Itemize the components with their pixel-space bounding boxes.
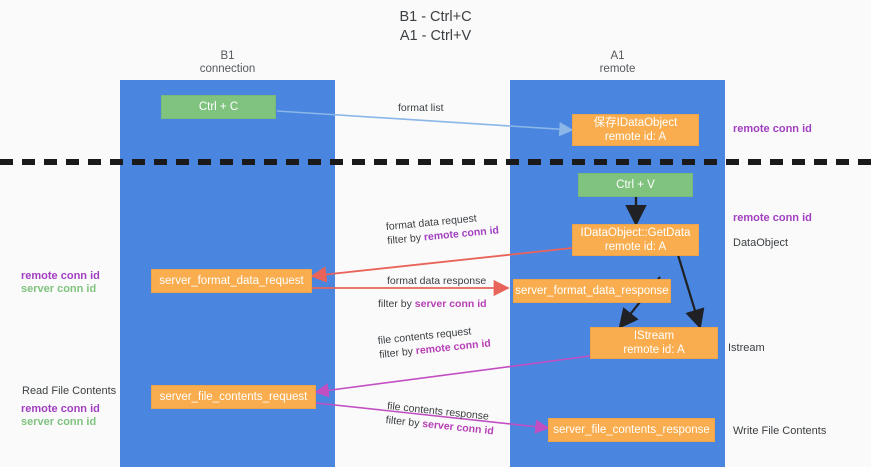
- node-idataobject-getdata-line1: IDataObject::GetData: [580, 227, 691, 239]
- lane-header-b1-sub: connection: [199, 63, 256, 75]
- node-istream-line1: IStream: [633, 330, 675, 342]
- node-ctrl-v[interactable]: Ctrl + V: [578, 173, 693, 197]
- filter-by-text-3: filter by: [378, 345, 414, 362]
- edge-label-file-contents-request-group: file contents request filter by remote c…: [377, 322, 491, 362]
- title-line-1: B1 - Ctrl+C: [399, 9, 472, 25]
- lane-header-a1-sub: remote: [599, 63, 636, 75]
- node-server-file-contents-request[interactable]: server_file_contents_request: [151, 385, 316, 409]
- node-save-idataobject-line2: remote id: A: [604, 131, 667, 143]
- label-left-remote-conn-id: remote conn id: [21, 270, 100, 282]
- node-server-format-data-request[interactable]: server_format_data_request: [151, 269, 312, 293]
- node-server-format-data-response-line1: server_format_data_response: [515, 285, 669, 297]
- lane-header-a1: A1 remote: [510, 50, 725, 76]
- label-left-remote-conn-id-2: remote conn id: [21, 403, 100, 415]
- label-istream: Istream: [728, 342, 765, 354]
- lane-header-b1: B1 connection: [120, 50, 335, 76]
- label-remote-conn-id-mid: remote conn id: [733, 212, 812, 224]
- node-istream-line2: remote id: A: [623, 344, 685, 356]
- filter-by-text-2: filter by: [378, 298, 412, 310]
- edge-label-file-contents-response-group: file contents response filter by server …: [385, 399, 496, 438]
- node-save-idataobject[interactable]: 保存IDataObject remote id: A: [572, 114, 699, 146]
- node-istream[interactable]: IStream remote id: A: [590, 327, 718, 359]
- node-server-file-contents-request-line1: server_file_contents_request: [159, 391, 308, 403]
- node-server-format-data-response[interactable]: server_format_data_response: [513, 279, 671, 303]
- diagram-title: B1 - Ctrl+C A1 - Ctrl+V: [0, 8, 871, 46]
- edge-label-format-data-request-group: format data request filter by remote con…: [385, 209, 499, 248]
- node-server-file-contents-response[interactable]: server_file_contents_response: [548, 418, 715, 442]
- node-server-file-contents-response-line1: server_file_contents_response: [553, 424, 710, 436]
- node-server-format-data-request-line1: server_format_data_request: [159, 275, 304, 287]
- node-idataobject-getdata-line2: remote id: A: [604, 241, 667, 253]
- label-left-server-conn-id: server conn id: [21, 283, 97, 295]
- node-ctrl-c-line1: Ctrl + C: [198, 101, 239, 113]
- node-ctrl-v-line1: Ctrl + V: [616, 179, 655, 191]
- lane-header-b1-name: B1: [220, 50, 235, 62]
- filter-server-conn-id-1: server conn id: [414, 298, 487, 310]
- label-read-file-contents: Read File Contents: [22, 385, 117, 397]
- node-save-idataobject-line1: 保存IDataObject: [593, 117, 678, 129]
- edge-label-format-list: format list: [398, 102, 444, 114]
- node-idataobject-getdata[interactable]: IDataObject::GetData remote id: A: [572, 224, 699, 256]
- edge-label-format-data-response: format data response: [387, 275, 487, 287]
- edge-label-filter-server-1: filter by server conn id: [378, 297, 487, 311]
- label-remote-conn-id-top: remote conn id: [733, 123, 812, 135]
- label-left-server-conn-id-2: server conn id: [21, 416, 97, 428]
- label-write-file-contents: Write File Contents: [733, 425, 827, 437]
- title-line-2: A1 - Ctrl+V: [399, 28, 472, 44]
- filter-by-text-1: filter by: [386, 231, 422, 248]
- label-dataobject: DataObject: [733, 237, 789, 249]
- filter-by-text-4: filter by: [385, 414, 421, 430]
- node-ctrl-c[interactable]: Ctrl + C: [161, 95, 276, 119]
- lane-header-a1-name: A1: [610, 50, 625, 62]
